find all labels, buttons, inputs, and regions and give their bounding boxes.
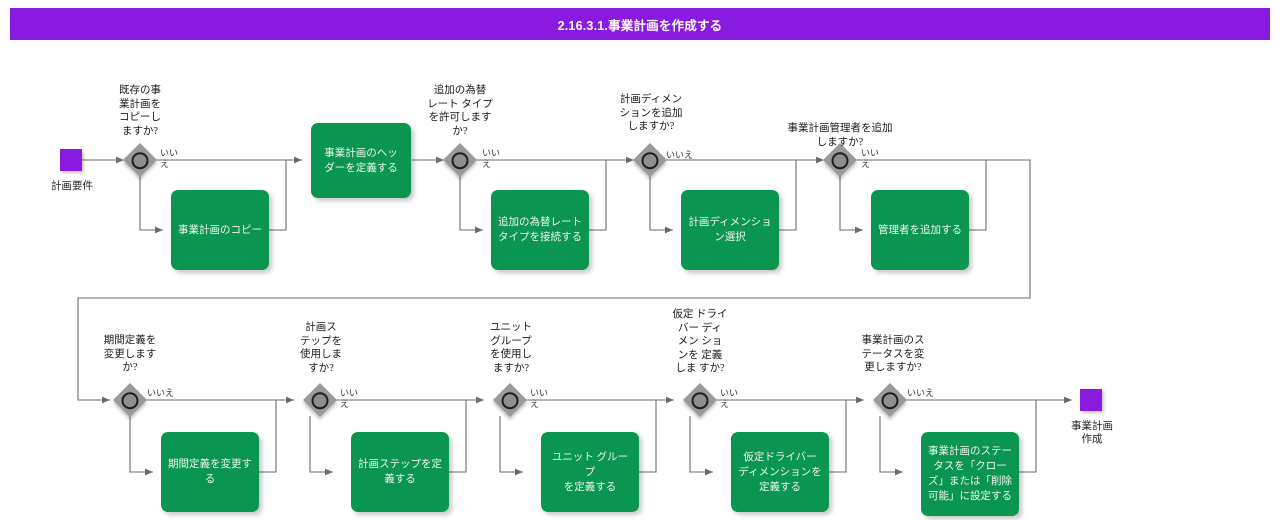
decision-diamond-icon xyxy=(123,143,157,177)
start-terminator-label: 計画要件 xyxy=(51,181,93,192)
decision-circle-icon xyxy=(691,391,709,409)
decision-circle-icon xyxy=(451,151,469,169)
decision-diamond-icon xyxy=(873,383,907,417)
decision-label-copy-existing-plan: 既存の事 業計画を コピーし ますか? xyxy=(119,85,161,137)
process-set-plan-status[interactable]: 事業計画のステー タスを「クロー ズ」または「削除 可能」に設定する xyxy=(921,432,1019,516)
edges xyxy=(77,156,1072,476)
edge-label-d2-no: いい え xyxy=(482,148,501,169)
process-copy-plan[interactable]: 事業計画のコピー xyxy=(171,190,269,270)
process-define-plan-header[interactable]: 事業計画のヘッ ダーを定義する xyxy=(311,123,411,198)
decision-circle-icon xyxy=(641,151,659,169)
edge-returns xyxy=(259,160,1037,473)
page-title-banner: 2.16.3.1.事業計画を作成する xyxy=(10,8,1270,40)
decision-define-assumption-driver-dimension[interactable] xyxy=(683,383,717,417)
decision-circle-icon xyxy=(831,151,849,169)
decision-diamond-icon xyxy=(493,383,527,417)
decision-circle-icon xyxy=(881,391,899,409)
decision-label-allow-extra-rate-types: 追加の為替 レート タイプ を許可します か? xyxy=(427,85,493,137)
process-connect-rate-types[interactable]: 追加の為替レート タイプを接続する xyxy=(491,190,589,270)
edge-layer xyxy=(77,156,1072,476)
decision-label-use-plan-steps: 計画ス テップを 使用しま すか? xyxy=(300,322,342,374)
edge-label-d3-no: いいえ xyxy=(666,150,694,160)
edge-label-d6-no: いい え xyxy=(340,388,359,409)
decision-add-plan-dimension[interactable] xyxy=(633,143,667,177)
process-define-assumption-driver-dimension[interactable]: 仮定ドライバー ディメンションを 定義する xyxy=(731,432,829,512)
edge-label-d9-no: いいえ xyxy=(907,388,935,398)
edge-label-d8-no: いい え xyxy=(720,388,739,409)
process-define-unit-group[interactable]: ユニット グループ を定義する xyxy=(541,432,639,512)
decision-use-unit-group[interactable] xyxy=(493,383,527,417)
decision-diamond-icon xyxy=(633,143,667,177)
decision-circle-icon xyxy=(121,391,139,409)
decision-label-add-plan-manager: 事業計画管理者を追加 しますか? xyxy=(787,123,893,148)
decision-circle-icon xyxy=(501,391,519,409)
decision-circle-icon xyxy=(311,391,329,409)
process-define-plan-steps[interactable]: 計画ステップを定 義する xyxy=(351,432,449,512)
decision-diamond-icon xyxy=(443,143,477,177)
start-terminator xyxy=(60,149,82,171)
process-change-period-definition[interactable]: 期間定義を変更す る xyxy=(161,432,259,512)
decision-label-define-assumption-driver-dimension: 仮定 ドライ バー ディ メン ショ ンを 定義 しま すか? xyxy=(672,309,728,374)
edge-label-d4-no: いい え xyxy=(861,148,880,169)
decision-change-period-definition[interactable] xyxy=(113,383,147,417)
decision-change-plan-status[interactable] xyxy=(873,383,907,417)
decision-diamond-icon xyxy=(303,383,337,417)
edge-label-d1-no: いい え xyxy=(160,148,179,169)
decision-diamond-icon xyxy=(683,383,717,417)
end-terminator-label: 事業計画 作成 xyxy=(1071,421,1113,445)
decision-diamond-icon xyxy=(113,383,147,417)
decision-label-change-period-definition: 期間定義を 変更します か? xyxy=(103,335,157,373)
decision-use-plan-steps[interactable] xyxy=(303,383,337,417)
edge-label-d7-no: いい え xyxy=(530,388,549,409)
process-add-manager[interactable]: 管理者を追加する xyxy=(871,190,969,270)
decision-copy-existing-plan[interactable] xyxy=(123,143,157,177)
decision-label-use-unit-group: ユニット グループ を使用し ますか? xyxy=(490,322,532,374)
edge-label-d5-no: いいえ xyxy=(147,388,175,398)
decision-label-add-plan-dimension: 計画ディメン ションを追加 しますか? xyxy=(619,94,683,132)
decision-allow-extra-rate-types[interactable] xyxy=(443,143,477,177)
end-terminator xyxy=(1080,389,1102,411)
decision-circle-icon xyxy=(131,151,149,169)
decision-label-change-plan-status: 事業計画のス テータスを変 更しますか? xyxy=(861,335,925,373)
process-select-plan-dimension[interactable]: 計画ディメンショ ン選択 xyxy=(681,190,779,270)
diagram-canvas: 計画要件 既存の事 業計画を コピーし ますか? いい え 事業計画のヘッ ダー… xyxy=(0,40,1280,520)
page-title: 2.16.3.1.事業計画を作成する xyxy=(557,18,723,33)
